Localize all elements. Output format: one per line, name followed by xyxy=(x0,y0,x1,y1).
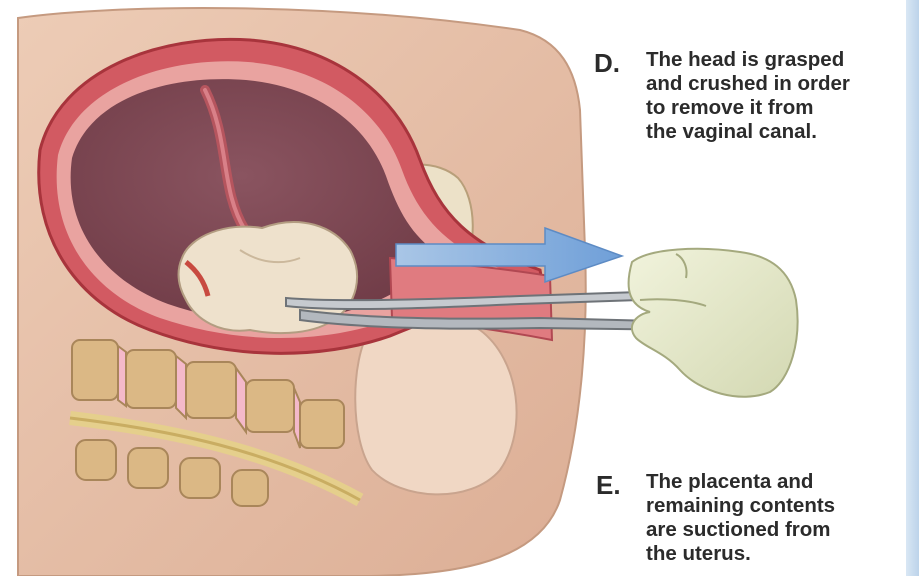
caption-e: E. The placenta and remaining contents a… xyxy=(596,470,906,576)
gloved-hand xyxy=(629,249,798,397)
caption-e-letter: E. xyxy=(596,470,621,501)
bladder xyxy=(355,315,516,494)
caption-d-letter: D. xyxy=(594,48,620,79)
caption-d: D. The head is grasped and crushed in or… xyxy=(594,48,906,188)
caption-e-text: The placenta and remaining contents are … xyxy=(646,470,835,566)
caption-d-text: The head is grasped and crushed in order… xyxy=(646,48,850,144)
